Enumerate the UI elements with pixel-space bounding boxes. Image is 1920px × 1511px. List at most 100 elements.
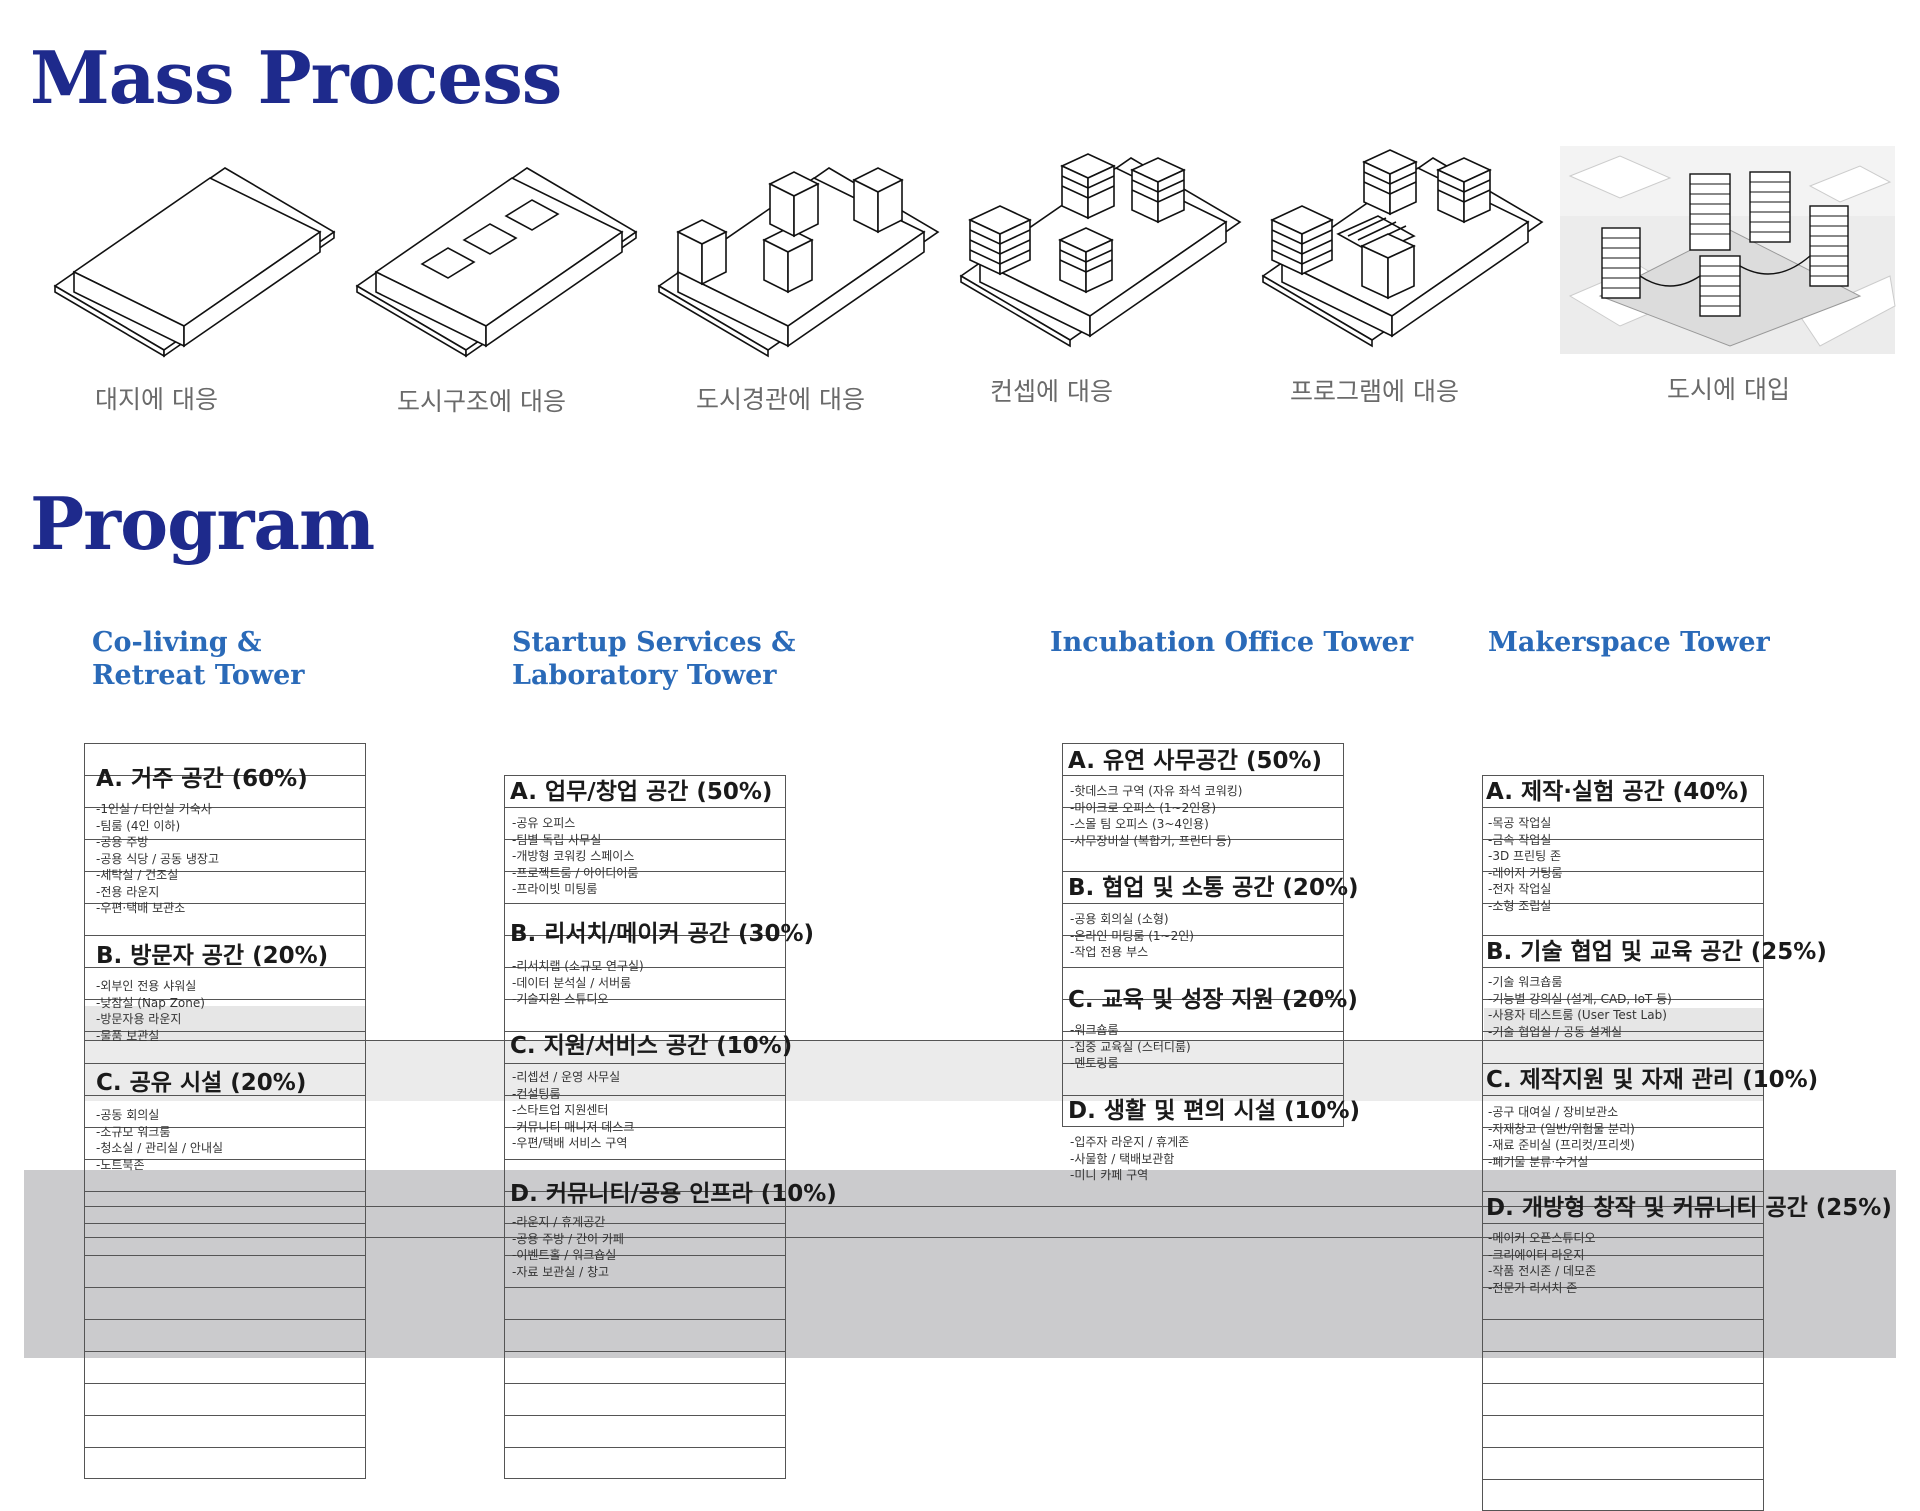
program-item: -이벤트홀 / 워크숍실 <box>512 1248 617 1262</box>
tower-column <box>1062 743 1344 1127</box>
program-item: -기술 워크숍룸 <box>1488 975 1563 989</box>
program-item: -핫데스크 구역 (자유 좌석 코워킹) <box>1070 784 1243 798</box>
program-item: -입주자 라운지 / 휴게존 <box>1070 1135 1190 1149</box>
program-item: -기술 협업실 / 공동 설계실 <box>1488 1024 1623 1039</box>
slab-mass-icon <box>53 167 336 358</box>
program-item: -스몰 팀 오피스 (3~4인용) <box>1070 817 1209 831</box>
program-item: -기술지원 스튜디오 <box>512 992 609 1006</box>
program-item: -우편/택배 서비스 구역 <box>512 1136 628 1150</box>
terraced-towers-icon <box>959 153 1242 348</box>
mass-step-label: 프로그램에 대응 <box>1290 377 1459 406</box>
mass-step-5: 프로그램에 대응 <box>1258 149 1548 410</box>
massing-towers-icon <box>657 167 940 358</box>
section-items: -1인실 / 다인실 기숙사 -팀룸 (4인 이하) -공용 주방 -공용 식당… <box>96 801 219 917</box>
program-item: -공동 회의실 <box>96 1108 160 1122</box>
program-item: -온라인 미팅룸 (1~2인) <box>1070 928 1194 943</box>
program-item: -사용자 테스트룸 (User Test Lab) <box>1488 1008 1667 1022</box>
section-heading: A. 유연 사무공간 (50%) <box>1068 748 1323 774</box>
section-items: -메이커 오픈스튜디오 -크리에이터 라운지 -작품 전시존 / 데모존 -전문… <box>1488 1230 1596 1296</box>
program-item: -폐기물 분류·수거실 <box>1488 1154 1589 1169</box>
section-items: -기술 워크숍룸 -기능별 강의실 (설계, CAD, IoT 등) -사용자 … <box>1488 974 1672 1040</box>
program-item: -낮잠실 (Nap Zone) <box>96 995 205 1010</box>
program-item: -미니 카페 구역 <box>1070 1168 1149 1182</box>
section-heading: D. 개방형 창작 및 커뮤니티 공간 (25%) <box>1486 1195 1892 1221</box>
mass-step-1: 대지에 대응 <box>50 160 340 414</box>
mass-step-4: 컨셉에 대응 <box>956 150 1246 410</box>
section-items: -리서치랩 (소규모 연구실) -데이터 분석실 / 서버룸 -기술지원 스튜디… <box>512 958 644 1008</box>
program-item: -금속 작업실 <box>1488 832 1552 847</box>
program-item: -공용 주방 <box>96 835 149 849</box>
section-heading: B. 기술 협업 및 교육 공간 (25%) <box>1486 939 1827 965</box>
section-items: -워크숍룸 -집중 교육실 (스터디룸) -멘토링룸 <box>1070 1022 1191 1072</box>
program-item: -공용 회의실 (소형) <box>1070 912 1169 926</box>
mass-step-3: 도시경관에 대응 <box>654 150 944 414</box>
program-item: -커뮤니티 매니저 데스크 <box>512 1119 635 1134</box>
section-heading: A. 제작·실험 공간 (40%) <box>1486 779 1749 805</box>
program-item: -메이커 오픈스튜디오 <box>1488 1231 1596 1245</box>
program-item: -노트북존 <box>96 1157 145 1172</box>
section-items: -리셉션 / 운영 사무실 -컨설팅룸 -스타트업 지원센터 -커뮤니티 매니저… <box>512 1069 634 1152</box>
program-item: -사무장비실 (복합기, 프린터 등) <box>1070 833 1232 848</box>
program-item: -세탁실 / 건조실 <box>96 868 179 882</box>
program-item: -멘토링룸 <box>1070 1056 1119 1070</box>
program-item: -마이크로 오피스 (1~2인용) <box>1070 800 1217 815</box>
program-item: -자료 보관실 / 창고 <box>512 1264 610 1279</box>
program-item: -개방형 코워킹 스페이스 <box>512 849 635 863</box>
program-item: -공용 식당 / 공동 냉장고 <box>96 851 219 866</box>
program-item: -팀룸 (4인 이하) <box>96 818 181 833</box>
gray-base-band <box>24 1170 1896 1358</box>
section-heading: B. 방문자 공간 (20%) <box>96 943 329 969</box>
program-item: -전문가 리서치 존 <box>1488 1280 1578 1295</box>
section-items: -공동 회의실 -소규모 워크룸 -청소실 / 관리실 / 안내실 -노트북존 <box>96 1107 223 1173</box>
rendered-site-model-image <box>1560 146 1896 354</box>
section-items: -목공 작업실 -금속 작업실 -3D 프린팅 존 -레이저 커팅룸 -전자 작… <box>1488 815 1562 914</box>
program-item: -스타트업 지원센터 <box>512 1103 609 1117</box>
program-item: -외부인 전용 샤워실 <box>96 979 197 993</box>
program-item: -프라이빗 미팅룸 <box>512 882 598 896</box>
mass-step-label: 도시경관에 대응 <box>696 385 865 414</box>
mass-step-label: 도시에 대입 <box>1667 375 1790 404</box>
mass-step-label: 컨셉에 대응 <box>990 377 1113 406</box>
tower-title: Incubation Office Tower <box>1050 627 1414 658</box>
section-items: -입주자 라운지 / 휴게존 -사물함 / 택배보관함 -미니 카페 구역 <box>1070 1134 1189 1184</box>
section-heading: C. 교육 및 성장 지원 (20%) <box>1068 987 1358 1013</box>
courtyard-mass-icon <box>355 167 638 358</box>
program-item: -프로젝트룸 / 아이디어룸 <box>512 865 639 880</box>
program-item: -라운지 / 휴게공간 <box>512 1215 606 1229</box>
tower-title: Makerspace Tower <box>1488 627 1770 658</box>
program-item: -전자 작업실 <box>1488 882 1552 896</box>
program-item: -리서치랩 (소규모 연구실) <box>512 959 644 973</box>
program-item: -크리에이터 라운지 <box>1488 1247 1585 1262</box>
program-item: -컨설팅룸 <box>512 1086 561 1101</box>
program-item: -데이터 분석실 / 서버룸 <box>512 975 632 990</box>
section-items: -공용 회의실 (소형) -온라인 미팅룸 (1~2인) -작업 전용 부스 <box>1070 911 1194 961</box>
section-items: -공구 대여실 / 장비보관소 -자재창고 (일반/위험물 분리) -재료 준비… <box>1488 1104 1635 1170</box>
program-title: Program <box>30 481 375 566</box>
section-heading: C. 공유 시설 (20%) <box>96 1070 307 1096</box>
section-heading: C. 지원/서비스 공간 (10%) <box>510 1033 793 1059</box>
program-item: -방문자용 라운지 <box>96 1012 182 1026</box>
section-heading: B. 협업 및 소통 공간 (20%) <box>1068 875 1359 901</box>
program-item: -전용 라운지 <box>96 884 160 899</box>
section-items: -핫데스크 구역 (자유 좌석 코워킹) -마이크로 오피스 (1~2인용) -… <box>1070 783 1242 849</box>
program-item: -팀별 독립 사무실 <box>512 832 602 847</box>
gray-band <box>84 1040 1764 1101</box>
gray-band <box>1484 1008 1764 1040</box>
program-item: -목공 작업실 <box>1488 816 1552 830</box>
section-heading: D. 커뮤니티/공용 인프라 (10%) <box>510 1181 837 1207</box>
program-item: -작업 전용 부스 <box>1070 945 1149 959</box>
program-item: -레이저 커팅룸 <box>1488 865 1563 880</box>
program-item: -작품 전시존 / 데모존 <box>1488 1264 1597 1278</box>
mass-process-title: Mass Process <box>30 35 562 120</box>
program-item: -3D 프린팅 존 <box>1488 849 1561 863</box>
section-items: -라운지 / 휴게공간 -공용 주방 / 간이 카페 -이벤트홀 / 워크숍실 … <box>512 1214 624 1280</box>
tower-title: Startup Services & Laboratory Tower <box>512 627 796 691</box>
program-item: -집중 교육실 (스터디룸) <box>1070 1039 1191 1054</box>
program-item: -공구 대여실 / 장비보관소 <box>1488 1105 1619 1119</box>
section-heading: D. 생활 및 편의 시설 (10%) <box>1068 1098 1361 1124</box>
program-towers-icon <box>1261 149 1544 348</box>
program-item: -기능별 강의실 (설계, CAD, IoT 등) <box>1488 991 1672 1006</box>
program-item: -재료 준비실 (프리컷/프리셋) <box>1488 1138 1635 1152</box>
program-item: -공용 주방 / 간이 카페 <box>512 1231 624 1246</box>
mass-step-label: 대지에 대응 <box>95 385 218 414</box>
